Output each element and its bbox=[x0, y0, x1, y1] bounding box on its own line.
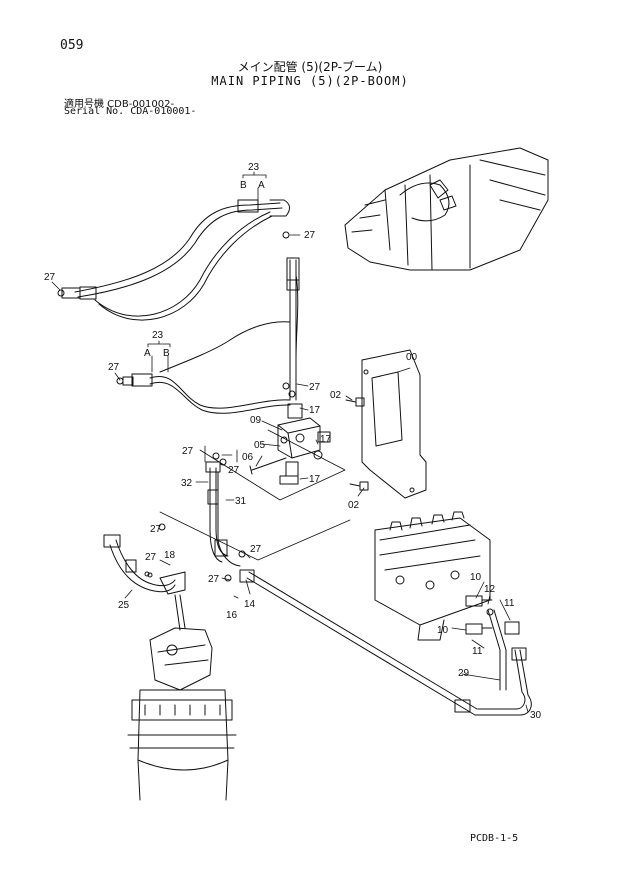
callout-letter-b: B bbox=[240, 180, 247, 191]
hose-32-31 bbox=[205, 461, 241, 567]
callout-labels: 23 B A 27 27 23 A B 27 27 17 09 05 06 27… bbox=[44, 162, 542, 721]
serial-range: Serial No. CDA-010001- bbox=[64, 106, 197, 117]
callout-30: 30 bbox=[530, 710, 542, 721]
callout-10: 10 bbox=[470, 572, 482, 583]
callout-27: 27 bbox=[309, 382, 321, 393]
hose-fitting bbox=[237, 199, 259, 213]
callout-32: 32 bbox=[181, 478, 193, 489]
hose-fitting bbox=[79, 286, 97, 300]
callout-29: 29 bbox=[458, 668, 470, 679]
machine-sketch bbox=[344, 147, 549, 271]
callout-27: 27 bbox=[208, 574, 220, 585]
callout-27: 27 bbox=[182, 446, 194, 457]
callout-letter-a: A bbox=[144, 348, 151, 359]
vertical-hose bbox=[286, 257, 300, 401]
hose-25 bbox=[103, 534, 186, 595]
callout-27: 27 bbox=[250, 544, 262, 555]
callout-27: 27 bbox=[108, 362, 120, 373]
callout-27: 27 bbox=[44, 272, 56, 283]
callout-27: 27 bbox=[304, 230, 316, 241]
valve-block bbox=[249, 390, 331, 485]
callout-letter-a: A bbox=[258, 180, 265, 191]
callout-27: 27 bbox=[150, 524, 162, 535]
callout-leaders bbox=[51, 171, 529, 713]
callout-17: 17 bbox=[309, 405, 321, 416]
callout-06: 06 bbox=[242, 452, 254, 463]
callout-25: 25 bbox=[118, 600, 130, 611]
callout-27: 27 bbox=[145, 552, 157, 563]
page-title: MAIN PIPING (5)(2P-BOOM) bbox=[211, 74, 409, 88]
bracket bbox=[345, 349, 427, 499]
hose-assembly-upper bbox=[61, 199, 290, 321]
callout-05: 05 bbox=[254, 440, 266, 451]
callout-17: 17 bbox=[320, 434, 332, 445]
hose-assembly-lower bbox=[116, 321, 291, 414]
pipe-29-30 bbox=[239, 569, 532, 716]
serial-range-japanese: 適用号機 CDB-001002- bbox=[64, 99, 175, 110]
callout-11: 11 bbox=[472, 646, 483, 657]
callout-00: 00 bbox=[406, 352, 418, 363]
o-rings bbox=[57, 289, 290, 582]
callout-31: 31 bbox=[235, 496, 247, 507]
callout-11: 11 bbox=[504, 598, 515, 609]
page-title-japanese: メイン配管 (5)(2P-ブーム) bbox=[237, 60, 383, 74]
callout-09: 09 bbox=[250, 415, 262, 426]
callout-14: 14 bbox=[244, 599, 256, 610]
callout-10: 10 bbox=[437, 625, 449, 636]
callout-12: 12 bbox=[484, 584, 496, 595]
callout-16: 16 bbox=[226, 610, 238, 621]
callout-02: 02 bbox=[330, 390, 342, 401]
figure-code: PCDB-1-5 bbox=[470, 833, 519, 844]
page-number: 059 bbox=[60, 38, 84, 53]
callout-17: 17 bbox=[309, 474, 321, 485]
callout-23: 23 bbox=[248, 162, 260, 173]
callout-18: 18 bbox=[164, 550, 176, 561]
callout-letter-b: B bbox=[163, 348, 170, 359]
hose-fitting bbox=[61, 287, 81, 299]
flanges bbox=[465, 595, 494, 635]
callout-23: 23 bbox=[152, 330, 164, 341]
leader-lines bbox=[159, 429, 351, 561]
swing-motor bbox=[127, 594, 237, 801]
callout-02: 02 bbox=[348, 500, 360, 511]
callout-27: 27 bbox=[228, 465, 240, 476]
